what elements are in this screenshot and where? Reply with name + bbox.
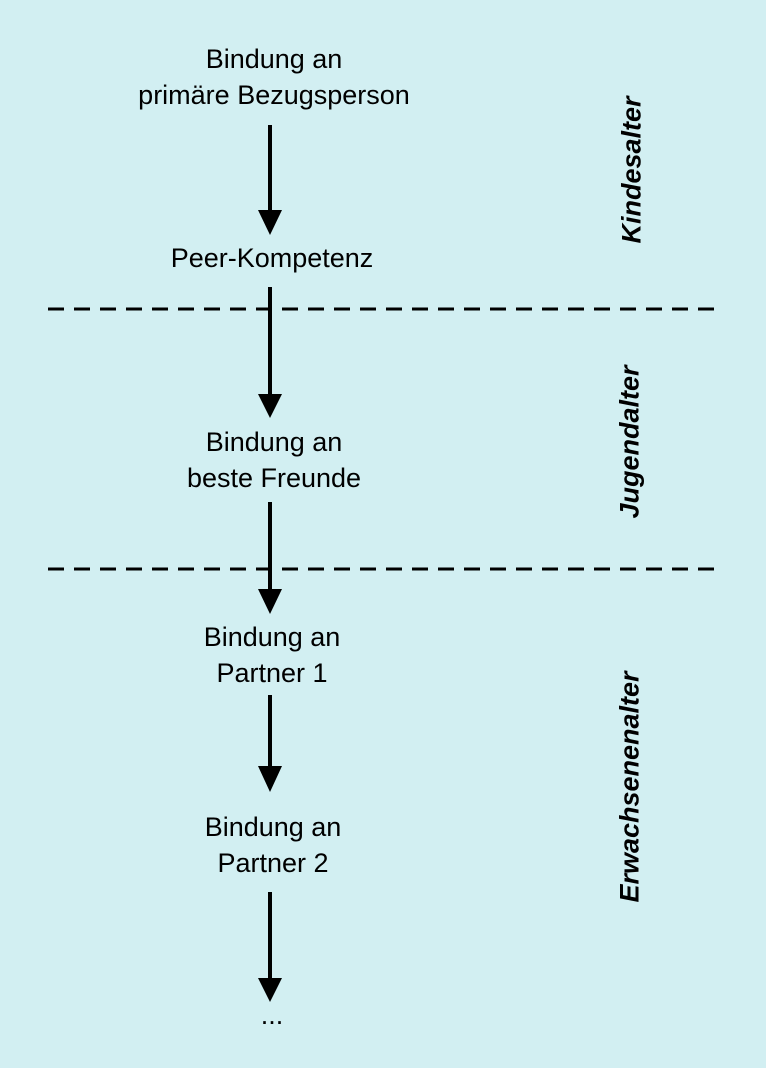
node-partner-1-line-1: Bindung an [203, 622, 341, 652]
phase-label-adulthood: Erwachsenenalter [614, 671, 645, 903]
arrow-4 [258, 695, 282, 792]
node-continuation: ... [112, 997, 432, 1033]
node-partner-2-line-2: Partner 2 [217, 848, 329, 878]
phase-label-youth: Jugendalter [614, 365, 645, 519]
node-partner-2-line-1: Bindung an [204, 812, 342, 842]
node-partner-1: Bindung an Partner 1 [112, 619, 432, 691]
node-primary-attachment: Bindung an primäre Bezugsperson [114, 41, 434, 113]
phase-label-childhood: Kindesalter [616, 96, 647, 244]
arrow-1 [258, 125, 282, 235]
arrow-3 [258, 502, 282, 614]
arrow-5 [258, 892, 282, 1002]
node-best-friends: Bindung an beste Freunde [114, 424, 434, 496]
node-best-friends-line-1: Bindung an [205, 427, 343, 457]
node-partner-1-line-2: Partner 1 [216, 658, 328, 688]
node-continuation-line-1: ... [260, 1000, 284, 1030]
node-primary-attachment-line-2: primäre Bezugsperson [138, 80, 410, 110]
node-peer-competence: Peer-Kompetenz [112, 240, 432, 276]
node-primary-attachment-line-1: Bindung an [205, 44, 343, 74]
arrow-2 [258, 287, 282, 418]
node-partner-2: Bindung an Partner 2 [113, 809, 433, 881]
node-best-friends-line-2: beste Freunde [186, 463, 362, 493]
node-peer-competence-line-1: Peer-Kompetenz [170, 243, 374, 273]
